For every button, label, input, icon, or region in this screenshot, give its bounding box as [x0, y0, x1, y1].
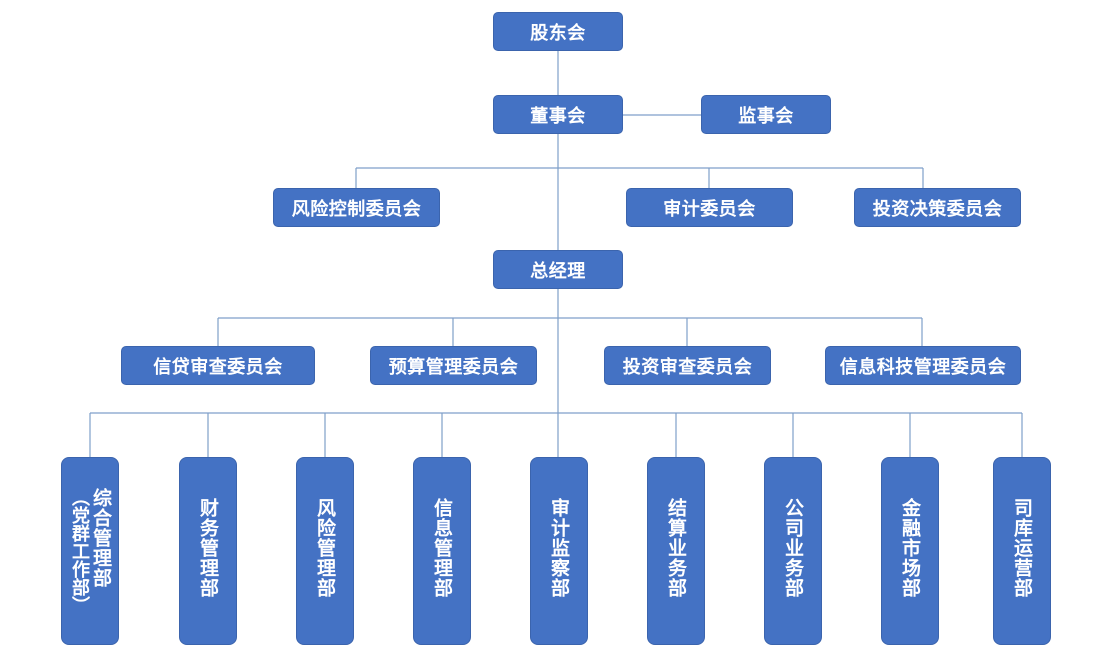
- general-manager-label: 总经理: [530, 260, 586, 282]
- general-manager-box[interactable]: 总经理: [493, 250, 623, 289]
- board-label: 董事会: [530, 105, 586, 127]
- dept-risk[interactable]: 风险管理部: [296, 457, 354, 645]
- mgmt-committee-label: 预算管理委员会: [388, 356, 519, 378]
- supervisors-label: 监事会: [738, 105, 794, 127]
- dept-label: 信息管理部: [431, 498, 453, 598]
- dept-sublabel: （党群工作部）: [69, 488, 90, 614]
- dept-label: 金融市场部: [899, 498, 921, 598]
- dept-label: 审计监察部: [548, 498, 570, 598]
- dept-label: 结算业务部: [665, 498, 687, 598]
- mgmt-committee-budget[interactable]: 预算管理委员会: [370, 346, 537, 385]
- dept-label: 公司业务部: [782, 498, 804, 598]
- board-committee-label: 风险控制委员会: [291, 198, 422, 220]
- board-committee-investment-decision[interactable]: 投资决策委员会: [854, 188, 1021, 227]
- board-committee-audit[interactable]: 审计委员会: [626, 188, 793, 227]
- supervisors-box[interactable]: 监事会: [701, 95, 831, 134]
- dept-audit-supervision[interactable]: 审计监察部: [530, 457, 588, 645]
- dept-label: 财务管理部: [197, 498, 219, 598]
- mgmt-committee-label: 投资审查委员会: [622, 356, 753, 378]
- board-committee-label: 审计委员会: [663, 198, 756, 220]
- mgmt-committee-it[interactable]: 信息科技管理委员会: [825, 346, 1021, 385]
- mgmt-committee-label: 信息科技管理委员会: [839, 356, 1007, 378]
- board-committee-label: 投资决策委员会: [872, 198, 1003, 220]
- board-committee-risk-control[interactable]: 风险控制委员会: [273, 188, 440, 227]
- dept-label: 风险管理部: [314, 498, 336, 598]
- dept-treasury-operations[interactable]: 司库运营部: [993, 457, 1051, 645]
- dept-label: 司库运营部: [1011, 498, 1033, 598]
- dept-settlement[interactable]: 结算业务部: [647, 457, 705, 645]
- shareholders-box[interactable]: 股东会: [493, 12, 623, 51]
- board-box[interactable]: 董事会: [493, 95, 623, 134]
- dept-label: 综合管理部: [90, 488, 112, 588]
- mgmt-committee-label: 信贷审查委员会: [153, 356, 283, 378]
- dept-general-management[interactable]: 综合管理部 （党群工作部）: [61, 457, 119, 645]
- mgmt-committee-credit-review[interactable]: 信贷审查委员会: [121, 346, 315, 385]
- dept-corporate-business[interactable]: 公司业务部: [764, 457, 822, 645]
- dept-finance[interactable]: 财务管理部: [179, 457, 237, 645]
- dept-financial-markets[interactable]: 金融市场部: [881, 457, 939, 645]
- mgmt-committee-investment-review[interactable]: 投资审查委员会: [604, 346, 771, 385]
- shareholders-label: 股东会: [530, 22, 586, 44]
- dept-information[interactable]: 信息管理部: [413, 457, 471, 645]
